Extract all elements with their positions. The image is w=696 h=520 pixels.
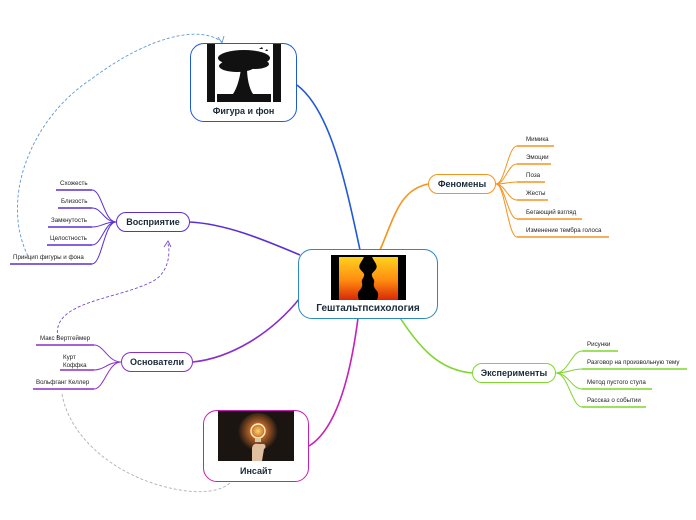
connector-founders-leaf — [93, 344, 122, 363]
leaf-experiments-free-talk[interactable]: Разговор на произвольную тему — [587, 359, 680, 366]
central-topic[interactable]: Гештальтпсихология — [298, 249, 438, 319]
connector-phenomena-leaf — [495, 145, 518, 185]
leaf-perception-closure[interactable]: Замкнутость — [51, 217, 88, 224]
leaf-experiments-drawings[interactable]: Рисунки — [587, 341, 611, 348]
connector-phenomena — [379, 183, 429, 251]
leaf-phenomena-gestures[interactable]: Жесты — [526, 190, 546, 197]
connector-perception-leaf — [91, 207, 117, 223]
connector-insight — [308, 317, 359, 447]
topic-phenomena[interactable]: Феномены — [428, 174, 496, 194]
connector-figure-ground — [296, 84, 361, 251]
connector-phenomena-leaf — [495, 163, 518, 185]
connector-phenomena-leaf — [495, 183, 518, 220]
connector-phenomena-leaf — [495, 183, 518, 238]
topic-perception[interactable]: Восприятие — [116, 212, 190, 232]
connector-founders — [192, 297, 301, 363]
relation-arrowhead — [163, 240, 172, 248]
connector-experiments-leaf — [555, 372, 583, 390]
leaf-perception-similarity[interactable]: Схожесть — [60, 180, 88, 187]
rubin-vase-faces-image — [330, 255, 406, 300]
connector-perception-leaf — [91, 221, 117, 265]
topic-experiments-label: Эксперименты — [480, 368, 548, 378]
leaf-phenomena-shifty-gaze[interactable]: Бегающий взгляд — [526, 209, 577, 216]
leaf-phenomena-mimicry[interactable]: Мимика — [526, 136, 549, 143]
topic-insight[interactable]: Инсайт — [203, 410, 309, 482]
leaf-phenomena-voice-timbre[interactable]: Изменение тембра голоса — [526, 227, 602, 234]
connector-experiments-leaf — [555, 350, 583, 374]
relation-perception-figure-ground[interactable] — [16, 33, 223, 257]
relation-founders-perception[interactable] — [57, 243, 170, 339]
connector-perception-leaf — [91, 189, 117, 223]
leaf-founders-wertheimer[interactable]: Макс Вертгеймер — [40, 335, 91, 342]
connector-experiments-leaf — [555, 372, 583, 408]
topic-founders-label: Основатели — [129, 357, 185, 367]
leaf-perception-proximity[interactable]: Близость — [61, 198, 88, 205]
leaf-founders-koffka[interactable]: Курт Коффка — [63, 354, 87, 369]
tree-figure-ground-image — [206, 44, 281, 102]
relation-arrowhead — [217, 35, 225, 45]
topic-figure-ground[interactable]: Фигура и фон — [190, 43, 297, 122]
leaf-founders-kohler[interactable]: Вольфганг Келлер — [36, 379, 90, 386]
topic-experiments[interactable]: Эксперименты — [472, 363, 556, 383]
topic-figure-ground-label: Фигура и фон — [212, 106, 275, 116]
leaf-phenomena-emotions[interactable]: Эмоции — [526, 154, 549, 161]
leaf-perception-figure-ground[interactable]: Принцип фигуры и фона — [13, 254, 84, 261]
central-topic-label: Гештальтпсихология — [316, 303, 420, 314]
topic-phenomena-label: Феномены — [437, 179, 487, 189]
relation-founders-insight[interactable] — [61, 393, 233, 493]
leaf-experiments-event-story[interactable]: Рассказ о событии — [587, 397, 641, 404]
connector-experiments-leaf — [555, 368, 583, 374]
leaf-perception-wholeness[interactable]: Целостность — [50, 235, 87, 242]
topic-insight-label: Инсайт — [240, 466, 272, 476]
topic-perception-label: Восприятие — [126, 217, 180, 227]
connector-founders-leaf — [93, 361, 122, 390]
lightbulb-hand-image — [218, 411, 294, 461]
topic-founders[interactable]: Основатели — [121, 352, 193, 372]
leaf-experiments-empty-chair[interactable]: Метод пустого стула — [587, 379, 646, 386]
connector-perception — [189, 221, 301, 256]
connector-experiments — [394, 309, 473, 374]
leaf-phenomena-posture[interactable]: Поза — [526, 172, 541, 179]
